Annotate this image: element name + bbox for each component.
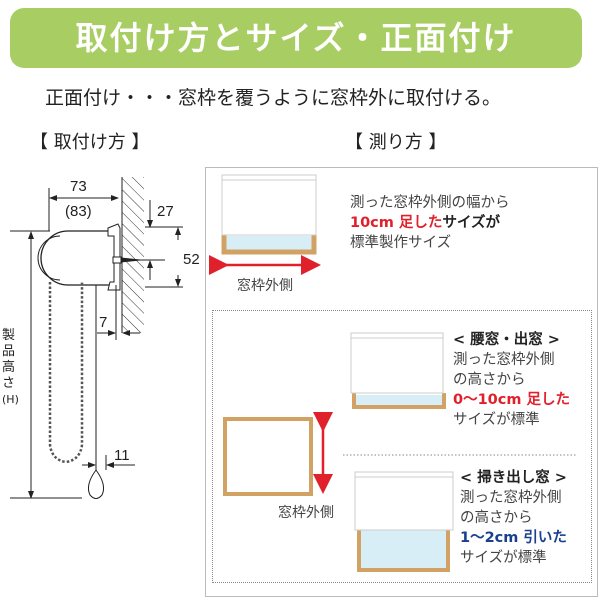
floor-window-title: < 掃き出し窓 >: [460, 470, 567, 486]
text-line: サイズが標準: [460, 550, 547, 566]
waist-window-text: < 腰窓・出窓 > 測った窓枠外側 の高さから 0〜10cm 足した サイズが標…: [453, 330, 570, 430]
waist-window-title: < 腰窓・出窓 >: [453, 332, 560, 348]
text-line: 測った窓枠外側: [460, 490, 562, 506]
text-line: サイズが標準: [453, 412, 540, 428]
text-bold: サイズが: [442, 215, 501, 231]
height-symbol: (H): [2, 393, 19, 406]
mounting-heading: 【 取付け方 】: [30, 132, 150, 153]
dim-width-alt: (83): [65, 203, 92, 220]
blind-waist-window: [350, 332, 446, 409]
dim-52: 52: [183, 251, 200, 268]
highlight: 0〜10cm 足した: [453, 392, 571, 408]
wall-hatch: [122, 177, 144, 333]
window-frame: [223, 417, 313, 496]
floor-window-text: < 掃き出し窓 > 測った窓枠外側 の高さから 1〜2cm 引いた サイズが標準: [460, 468, 567, 568]
measuring-diagrams: [209, 174, 577, 572]
text-line: 標準製作サイズ: [350, 235, 452, 251]
blind-floor-window: [354, 471, 454, 572]
text-line: の高さから: [453, 372, 526, 388]
dim-width: 73: [70, 178, 87, 195]
height-measure-box: [212, 310, 592, 583]
measuring-panel: [205, 167, 598, 597]
subtitle: 正面付け・・・窓枠を覆うように窓枠外に取付ける。: [45, 87, 502, 109]
text-line: 測った窓枠外側の幅から: [350, 195, 510, 211]
title-banner: 取付け方とサイズ・正面付け: [10, 8, 582, 68]
text-line: 10cm 足したサイズが: [350, 213, 510, 233]
blind-standard: [209, 174, 321, 275]
highlight: 1〜2cm 引いた: [460, 530, 567, 546]
measuring-heading: 【 測り方 】: [345, 132, 447, 153]
height-label-text: 製品高さ: [2, 328, 16, 391]
frame-outside-label: 窓枠外側: [237, 278, 293, 294]
highlight: 10cm 足した: [350, 215, 443, 231]
mounting-side-diagram: 73 (83) 27 52 7 11: [10, 177, 200, 499]
text-line: の高さから: [460, 510, 533, 526]
text-line: 測った窓枠外側: [453, 352, 555, 368]
dim-11: 11: [114, 447, 130, 464]
height-label: 製品高さ (H): [2, 328, 19, 408]
frame-outside-label-2: 窓枠外側: [278, 505, 334, 521]
standard-text: 測った窓枠外側の幅から 10cm 足したサイズが 標準製作サイズ: [350, 193, 510, 253]
dim-27: 27: [157, 203, 174, 220]
dim-7: 7: [99, 314, 107, 331]
